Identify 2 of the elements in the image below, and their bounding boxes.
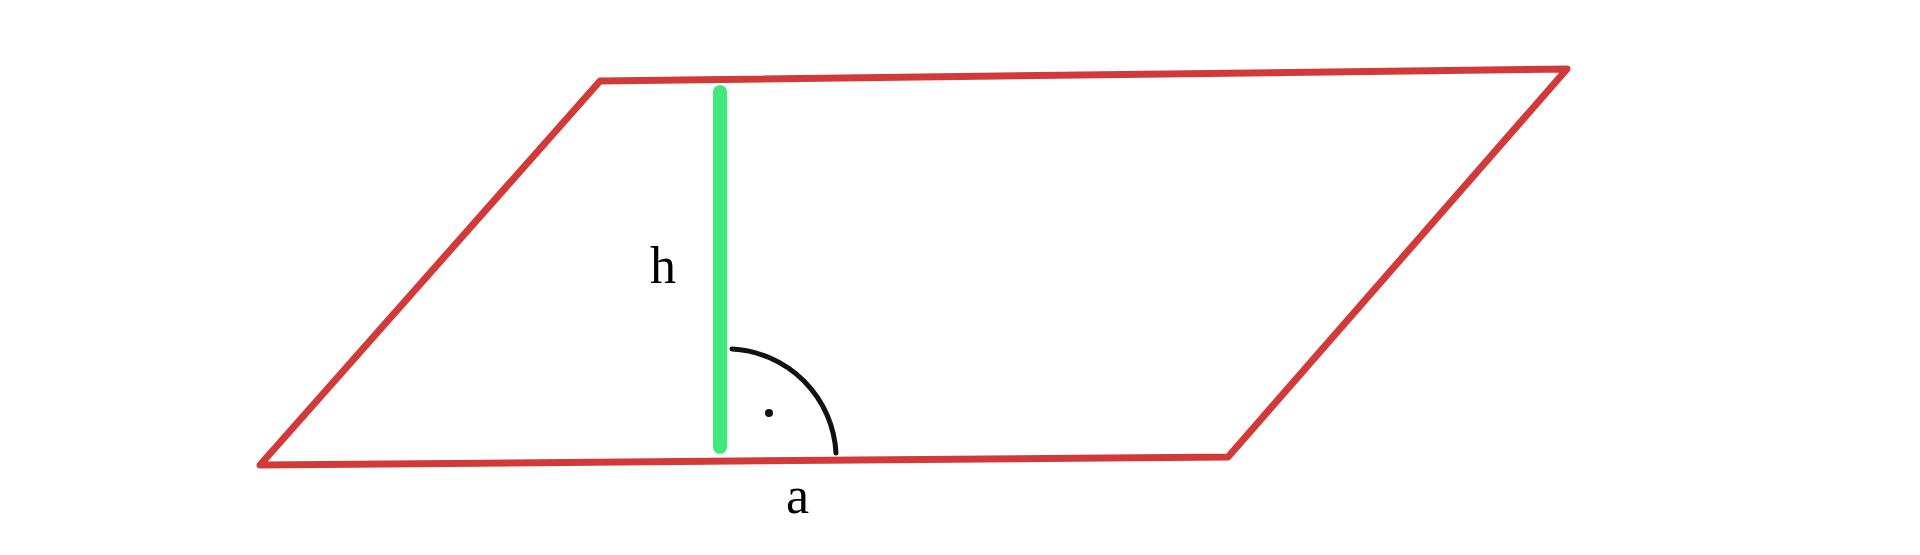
- dimension-label: a: [786, 470, 810, 522]
- dimension-label: h: [650, 240, 676, 292]
